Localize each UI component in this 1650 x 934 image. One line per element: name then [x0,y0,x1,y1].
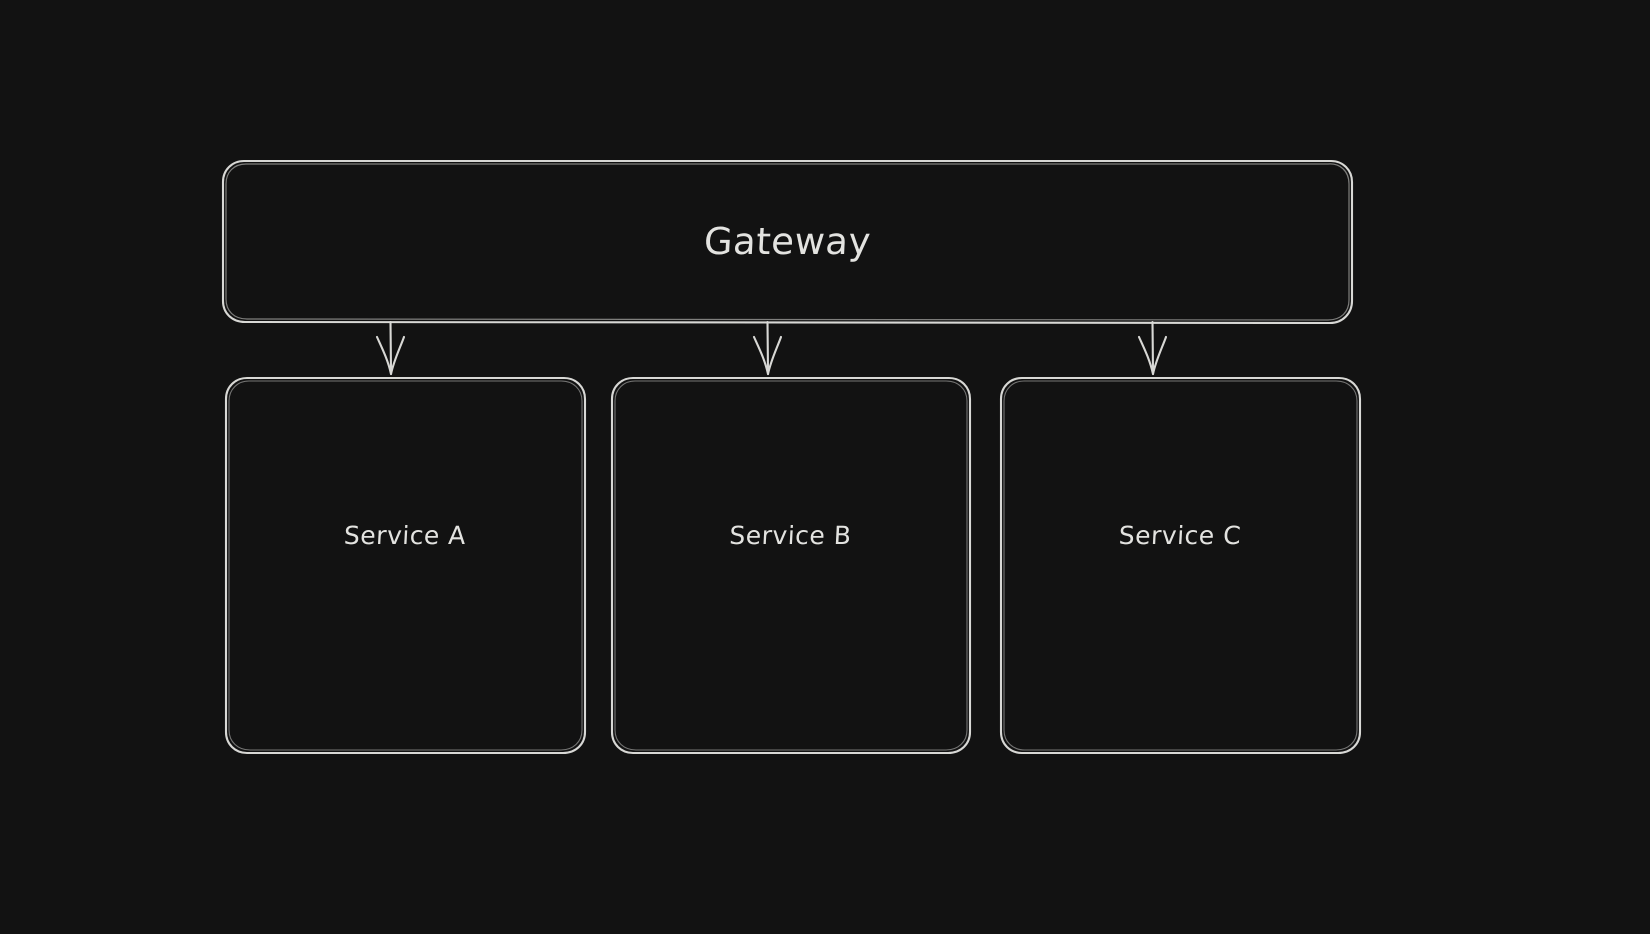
arrow-gateway-to-service-a [375,320,406,376]
node-service-c[interactable] [1000,377,1360,753]
arrow-gateway-to-service-c [1137,320,1168,376]
service-b-box-outline [610,376,972,755]
node-gateway[interactable] [222,160,1353,322]
arrow-gateway-to-service-b [752,320,783,376]
service-a-box-outline [224,376,587,755]
service-c-box-outline [999,376,1362,755]
node-service-b[interactable] [611,377,970,753]
node-service-a[interactable] [225,377,585,753]
gateway-box-outline [221,159,1354,325]
